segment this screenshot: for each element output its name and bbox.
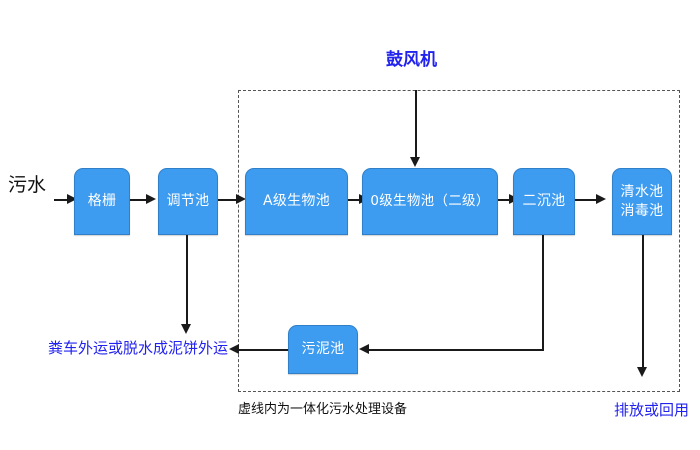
sludge-disposal-label: 粪车外运或脱水成泥饼外运 [48, 339, 229, 357]
node-a-stage-bioreactor[interactable]: A级生物池 [245, 168, 348, 235]
blower-label: 鼓风机 [386, 50, 437, 70]
equalize-to-sludge-outlet-arrowhead [181, 324, 191, 334]
node-equalization-tank-label: 调节池 [166, 193, 210, 210]
blower-feed-arrowhead [410, 157, 420, 167]
clarifier-to-clearwater-arrowhead [596, 194, 606, 204]
influent-to-grid-line [54, 199, 68, 201]
node-o-stage-bioreactor-label: 0级生物池（二级） [370, 192, 490, 209]
sludge-to-outlet-line [238, 349, 288, 351]
integrated-equipment-boundary [238, 90, 680, 392]
clarifier-to-sludge-down-line [542, 235, 544, 350]
node-secondary-clarifier[interactable]: 二沉池 [513, 168, 575, 235]
o-stage-to-clarifier-line [498, 199, 512, 201]
influent-to-grid-arrowhead [67, 194, 77, 204]
a-stage-to-o-stage-line [348, 199, 362, 201]
node-clearwater-disinfection-tank-label: 清水池 消毒池 [620, 184, 664, 219]
node-clearwater-disinfection-tank[interactable]: 清水池 消毒池 [612, 168, 672, 235]
clearwater-to-effluent-arrowhead [637, 367, 647, 377]
node-sludge-tank[interactable]: 污泥池 [288, 325, 358, 374]
influent-label: 污水 [8, 174, 47, 196]
enclosure-caption: 虚线内为一体化污水处理设备 [238, 402, 408, 417]
node-secondary-clarifier-label: 二沉池 [522, 193, 566, 210]
node-grid[interactable]: 格栅 [74, 168, 130, 235]
clearwater-to-effluent-line [642, 235, 644, 368]
equalize-to-a-stage-line [218, 199, 240, 201]
grid-to-equalize-arrowhead [146, 194, 156, 204]
clarifier-to-sludge-arrowhead [359, 344, 369, 354]
clarifier-to-clearwater-line [575, 199, 598, 201]
clarifier-to-sludge-left-line [368, 349, 544, 351]
equalize-to-a-stage-arrowhead [236, 194, 246, 204]
node-grid-label: 格栅 [87, 193, 117, 210]
grid-to-equalize-line [130, 199, 148, 201]
equalize-to-sludge-outlet-line [186, 235, 188, 325]
sludge-to-outlet-arrowhead [229, 344, 239, 354]
node-equalization-tank[interactable]: 调节池 [158, 168, 218, 235]
node-a-stage-bioreactor-label: A级生物池 [262, 193, 331, 210]
node-o-stage-bioreactor[interactable]: 0级生物池（二级） [362, 168, 498, 235]
node-sludge-tank-label: 污泥池 [301, 341, 345, 358]
effluent-label: 排放或回用 [614, 401, 690, 419]
blower-feed-line [415, 90, 417, 158]
